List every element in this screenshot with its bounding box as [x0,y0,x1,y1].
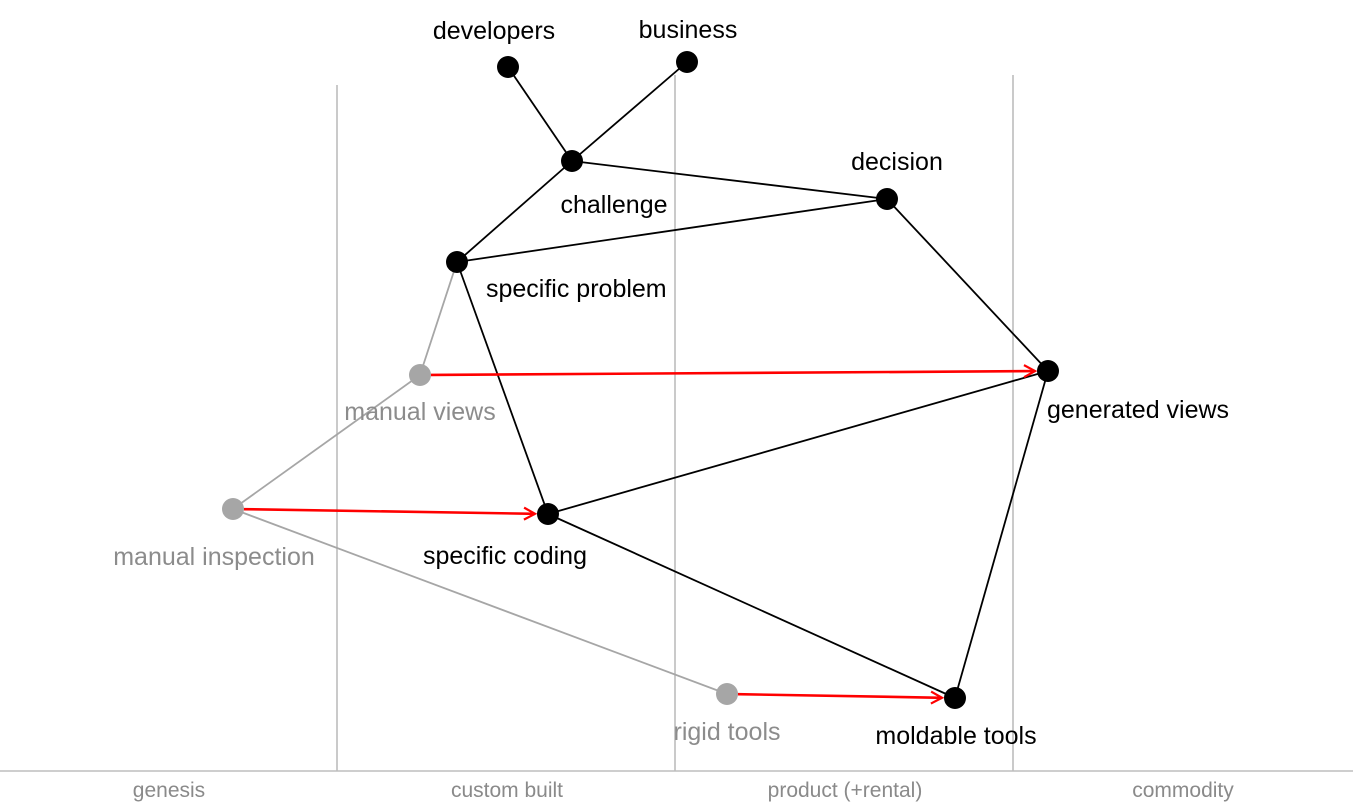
stage-label-custom-built: custom built [451,779,563,802]
link-manual-views-to-manual-inspection [232,374,421,510]
stage-dividers [0,75,1353,772]
link-specific-coding-to-moldable-tools [547,513,956,699]
label-rigid-tools: rigid tools [674,718,781,746]
label-specific-problem: specific problem [486,275,667,303]
label-manual-inspection: manual inspection [113,543,315,571]
link-business-to-challenge [571,61,688,162]
label-manual-views: manual views [344,398,495,426]
link-decision-to-specific-problem [456,198,888,263]
link-developers-to-challenge [507,66,573,162]
link-challenge-to-decision [571,160,888,200]
link-manual-inspection-to-rigid-tools [232,508,728,695]
evolution-manual-views-to-generated-views [430,371,1035,375]
link-generated-views-to-moldable-tools [954,370,1049,699]
dependency-links [232,61,1049,699]
node-generated-views [1037,360,1059,382]
label-challenge: challenge [560,191,667,219]
node-rigid-tools [716,683,738,705]
label-moldable-tools: moldable tools [875,722,1036,750]
component-labels: developers business challenge decision speci… [113,16,1229,750]
node-challenge [561,150,583,172]
evolution-manual-inspection-to-specific-coding [243,509,535,514]
label-developers: developers [433,17,555,45]
stage-label-genesis: genesis [133,779,205,802]
label-specific-coding: specific coding [423,542,587,570]
node-business [676,51,698,73]
node-moldable-tools [944,687,966,709]
link-specific-problem-to-specific-coding [456,261,549,515]
evolution-arrows [243,371,1035,698]
stage-label-commodity: commodity [1132,779,1234,802]
link-decision-to-generated-views [886,198,1049,372]
link-specific-problem-to-manual-views [419,261,458,376]
node-specific-coding [537,503,559,525]
node-manual-inspection [222,498,244,520]
node-developers [497,56,519,78]
label-decision: decision [851,148,943,176]
stage-labels: genesis custom built product (+rental) c… [133,779,1234,802]
link-specific-coding-to-generated-views [547,370,1049,515]
node-specific-problem [446,251,468,273]
link-challenge-to-specific-problem [456,160,573,263]
node-manual-views [409,364,431,386]
evolution-rigid-tools-to-moldable-tools [737,694,942,698]
stage-label-product: product (+rental) [768,779,923,802]
node-decision [876,188,898,210]
component-nodes [222,51,1059,709]
label-generated-views: generated views [1047,396,1229,424]
label-business: business [639,16,738,44]
